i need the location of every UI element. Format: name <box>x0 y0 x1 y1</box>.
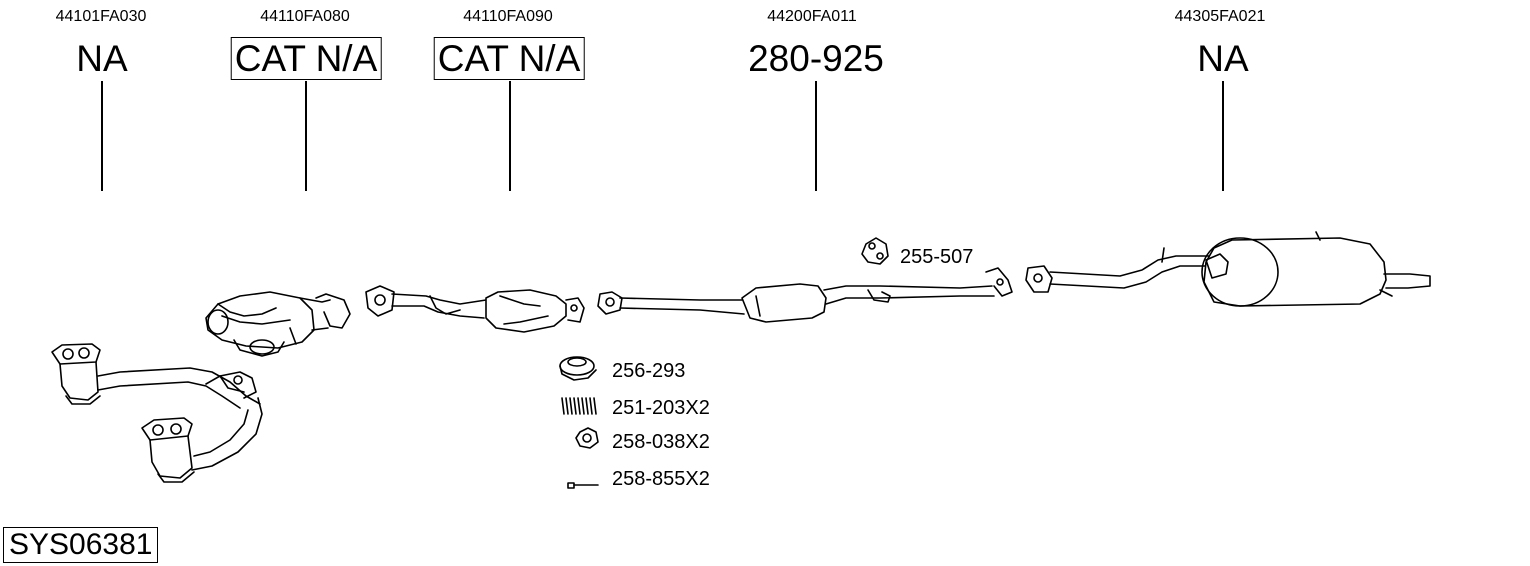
gasket-ring-icon <box>559 356 597 381</box>
part-4-leader-line <box>815 81 817 191</box>
hex-nut-icon <box>575 427 599 449</box>
bolt-part-number: 258-855X2 <box>612 468 710 490</box>
gasket-part-number: 256-293 <box>612 360 686 382</box>
rubber-hanger-icon <box>861 237 889 265</box>
part-3-leader-line <box>509 81 511 191</box>
part-5-oe-number: 44305FA021 <box>1174 8 1266 25</box>
part-1-leader-line <box>101 81 103 191</box>
part-5-reference: NA <box>1197 38 1249 79</box>
bolt-icon <box>567 482 599 489</box>
part-1-oe-number: 44101FA030 <box>55 8 147 25</box>
part-2-oe-number: 44110FA080 <box>260 8 350 25</box>
part-3-reference: CAT N/A <box>433 37 585 80</box>
hanger-part-number: 255-507 <box>900 246 974 268</box>
front-y-pipe-drawing <box>51 343 263 483</box>
part-5-leader-line <box>1222 81 1224 191</box>
nut-part-number: 258-038X2 <box>612 431 710 453</box>
part-3-oe-number: 44110FA090 <box>463 8 553 25</box>
part-4-oe-number: 44200FA011 <box>767 8 857 25</box>
center-pipe-resonator-drawing <box>597 267 1013 323</box>
rear-catalytic-converter-drawing <box>365 285 585 333</box>
rear-muffler-drawing <box>1025 231 1431 307</box>
part-1-reference: NA <box>76 38 128 79</box>
spring-icon <box>561 397 597 415</box>
part-2-reference: CAT N/A <box>230 37 382 80</box>
system-code: SYS06381 <box>3 527 159 563</box>
part-2-leader-line <box>305 81 307 191</box>
front-catalytic-converter-drawing <box>205 291 351 357</box>
spring-part-number: 251-203X2 <box>612 397 710 419</box>
part-4-reference: 280-925 <box>748 38 884 79</box>
